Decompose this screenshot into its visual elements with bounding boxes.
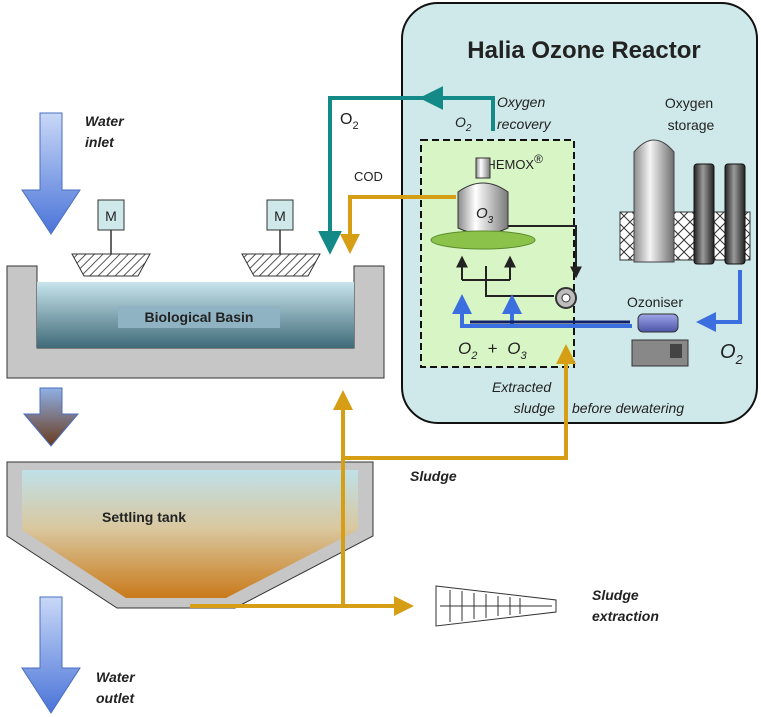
reactor-title: Halia Ozone Reactor [467, 37, 700, 64]
chemox-label: CHEMOX® [477, 152, 543, 172]
mixer-left-label: M [105, 208, 117, 224]
water-inlet-label: Water inlet [85, 113, 128, 150]
water-inlet-arrow [21, 112, 81, 235]
sludge-to-reactor-line [343, 344, 576, 460]
cod-label: COD [354, 169, 383, 184]
extracted-sludge-label: Extracted sludge [492, 379, 555, 416]
o2-recovery-line [318, 96, 495, 255]
oxygen-feed-line [696, 270, 742, 332]
ozone-vessel: O3 [430, 157, 536, 250]
cod-line [340, 195, 456, 254]
sludge-label: Sludge [410, 468, 457, 484]
sludge-extraction-label: Sludge extraction [592, 587, 659, 624]
o2-feed-label: O2 [720, 341, 744, 367]
o3-vessel-label: O3 [476, 205, 494, 226]
o2-return-label: O2 [340, 111, 359, 132]
ozoniser-label: Ozoniser [627, 294, 683, 310]
before-dewatering-label: before dewatering [572, 400, 684, 416]
oxygen-storage-tanks [619, 139, 751, 265]
pump-return-pipe [485, 266, 554, 297]
sludge-extraction-cone [435, 585, 557, 627]
oxygen-recovery-label: Oxygen recovery [497, 94, 552, 132]
ozone-feed-line [452, 294, 632, 328]
water-outlet-label: Water outlet [96, 669, 139, 706]
o2-o3-label: O2+O3 [458, 339, 528, 362]
basin-label-box [118, 306, 280, 328]
basin-to-settling-arrow [22, 387, 80, 447]
o2-recovery-formula: O2 [455, 114, 472, 134]
mixer-right-label: M [274, 208, 286, 224]
settling-tank-content [22, 470, 358, 598]
oxygen-storage-label: Oxygen storage [665, 95, 717, 133]
chemox-box [420, 139, 575, 368]
mixer-right: M [241, 199, 321, 277]
basin-label: Biological Basin [145, 309, 254, 325]
water-outlet-arrow [21, 596, 81, 714]
pump [555, 287, 577, 309]
vessel-outlet-pipe [508, 225, 582, 279]
mixer-left: M [71, 199, 151, 277]
settling-tank-label: Settling tank [102, 509, 186, 525]
ozoniser-unit [631, 313, 689, 367]
